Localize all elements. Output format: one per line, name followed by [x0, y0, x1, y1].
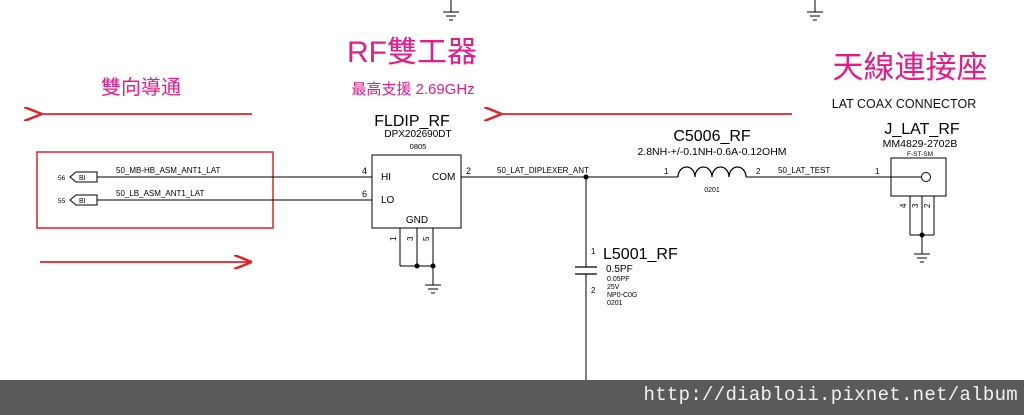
- diplexer-body: [371, 154, 462, 229]
- diplexer-pin-hi-num: 4: [362, 166, 367, 176]
- port-num-hb: 56: [58, 175, 66, 182]
- diplexer-gnd-pin-5: 5: [422, 236, 431, 241]
- connector-pin-2: 2: [923, 203, 932, 208]
- capacitor-package: 0201: [607, 300, 623, 307]
- inductor-coil: [677, 166, 747, 178]
- port-flag-hb: 56 BI: [58, 171, 98, 183]
- port-highlight-box: [36, 151, 274, 229]
- net-label-test: 50_LAT_TEST: [778, 166, 830, 175]
- diplexer-pin-lo-num: 6: [362, 189, 367, 199]
- diplexer-pin-com-num: 2: [466, 166, 471, 176]
- capacitor-pin-1: 1: [591, 247, 596, 256]
- connector-type: F-ST-SM: [907, 151, 933, 158]
- net-label-hb: 50_MB-HB_ASM_ANT1_LAT: [116, 166, 220, 175]
- diplexer-pin-hi: HI: [381, 172, 391, 183]
- diplexer-pin-lo: LO: [381, 195, 395, 206]
- inductor-refdes: C5006_RF: [673, 128, 751, 145]
- capacitor-value: 0.5PF: [606, 264, 633, 275]
- diplexer-part-number: DPX202690DT: [384, 129, 451, 140]
- junction-dot: [919, 232, 925, 238]
- inductor-pin-2: 2: [756, 167, 761, 176]
- capacitor-pin-2: 2: [591, 286, 596, 295]
- connector-ground-pins: [909, 196, 935, 263]
- diplexer-refdes: FLDIP_RF: [374, 113, 450, 130]
- capacitor-tolerance: 0.05PF: [607, 276, 630, 283]
- connector-refdes: J_LAT_RF: [884, 121, 960, 138]
- port-flag-lb: 55 BI: [58, 194, 98, 206]
- junction-dot: [414, 263, 420, 269]
- capacitor-dielectric: NP0-C0G: [607, 292, 637, 299]
- connector-pin-1: 1: [875, 167, 880, 176]
- connector-pin-4: 4: [899, 203, 908, 208]
- diplexer-title: RF雙工器: [347, 36, 477, 69]
- ground-symbol-top-right: [807, 0, 823, 21]
- inductor-value: 2.8NH-+/-0.1NH-0.6A-0.12OHM: [637, 146, 786, 158]
- antenna-subtitle: LAT COAX CONNECTOR: [832, 97, 976, 111]
- inductor-pin-1: 1: [664, 167, 669, 176]
- diplexer-pin-com: COM: [432, 172, 455, 183]
- diplexer-package: 0805: [410, 142, 427, 151]
- diplexer-gnd-pin-1: 1: [389, 236, 398, 241]
- net-label-diplexer: 50_LAT_DIPLEXER_ANT: [497, 166, 589, 175]
- connector-pin-3: 3: [911, 203, 920, 208]
- capacitor-refdes: L5001_RF: [603, 246, 678, 263]
- ground-symbol-top-left: [443, 0, 459, 21]
- port-label-lb: BI: [79, 198, 86, 205]
- bidirectional-label: 雙向導通: [101, 76, 181, 99]
- junction-dot: [430, 263, 436, 269]
- inductor-package: 0201: [704, 187, 720, 194]
- capacitor-voltage: 25V: [607, 284, 620, 291]
- connector-part-number: MM4829-2702B: [883, 138, 958, 150]
- watermark-url: http://diabloii.pixnet.net/album: [643, 384, 1018, 406]
- diplexer-ground-pins: [399, 228, 441, 294]
- antenna-title: 天線連接座: [833, 50, 988, 85]
- diplexer-gnd-pin-3: 3: [406, 236, 415, 241]
- diplexer-subtitle: 最高支援 2.69GHz: [351, 81, 474, 98]
- diplexer-pin-gnd: GND: [406, 215, 428, 226]
- connector-center-pin: [921, 172, 931, 182]
- port-num-lb: 55: [58, 198, 66, 205]
- port-label-hb: BI: [79, 175, 86, 182]
- net-label-lb: 50_LB_ASM_ANT1_LAT: [116, 189, 204, 198]
- watermark-footer: http://diabloii.pixnet.net/album: [0, 380, 1024, 415]
